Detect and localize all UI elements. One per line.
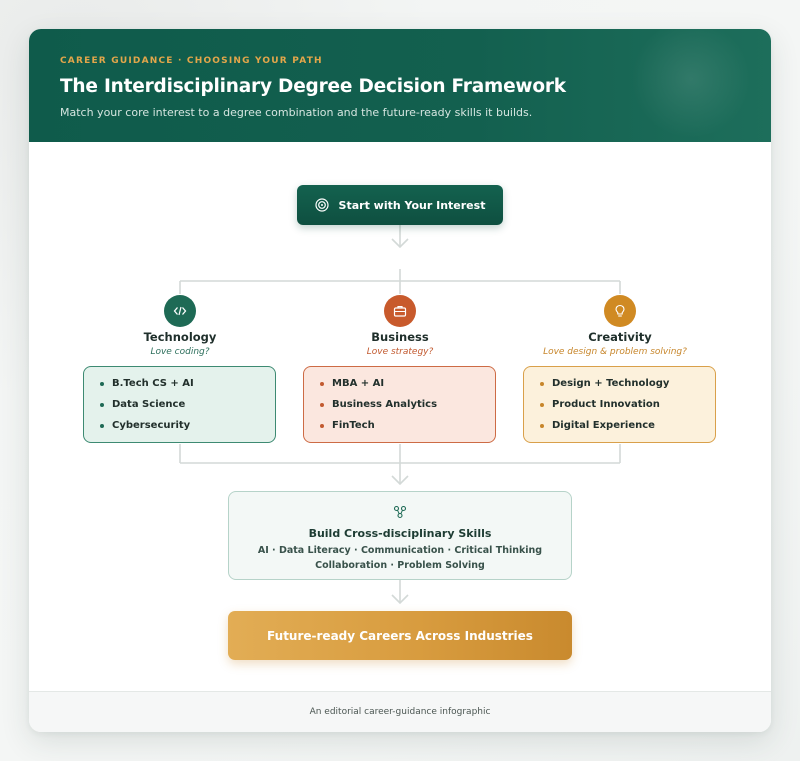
skills-node: Build Cross-disciplinary Skills AI · Dat… [228,491,572,580]
target-icon [314,198,329,212]
list-item: FinTech [318,419,495,440]
framework-card: CAREER GUIDANCE · CHOOSING YOUR PATH The… [29,29,771,732]
degree-box-technology: B.Tech CS + AI Data Science Cybersecurit… [83,366,276,443]
branch-title-business: Business [371,330,429,344]
branch-title-technology: Technology [143,330,217,344]
lightbulb-icon [604,295,636,327]
eyebrow-label: CAREER GUIDANCE · CHOOSING YOUR PATH [60,56,323,66]
list-item: Digital Experience [538,419,715,440]
list-item: Data Science [98,398,275,419]
briefcase-icon [384,295,416,327]
list-item: Design + Technology [538,377,715,398]
network-icon [393,504,407,519]
careers-label: Future-ready Careers Across Industries [267,628,533,643]
list-item: B.Tech CS + AI [98,377,275,398]
start-with-interest-node: Start with Your Interest [297,185,503,225]
branch-title-creativity: Creativity [588,330,652,344]
page-title: The Interdisciplinary Degree Decision Fr… [60,76,566,97]
degree-box-business: MBA + AI Business Analytics FinTech [303,366,496,443]
skills-title: Build Cross-disciplinary Skills [308,527,492,540]
list-item: Business Analytics [318,398,495,419]
footer-caption: An editorial career-guidance infographic [29,691,771,732]
degree-box-creativity: Design + Technology Product Innovation D… [523,366,716,443]
skills-line-1: AI · Data Literacy · Communication · Cri… [257,545,543,556]
skills-line-2: Collaboration · Problem Solving [315,560,485,571]
branch-question-creativity: Love design & problem solving? [543,347,687,357]
list-item: MBA + AI [318,377,495,398]
code-icon [164,295,196,327]
page-subtitle: Match your core interest to a degree com… [60,106,533,119]
header-banner: CAREER GUIDANCE · CHOOSING YOUR PATH The… [29,29,771,142]
branch-question-technology: Love coding? [150,347,210,357]
list-item: Product Innovation [538,398,715,419]
branch-question-business: Love strategy? [366,347,434,357]
list-item: Cybersecurity [98,419,275,440]
future-careers-node: Future-ready Careers Across Industries [228,611,572,660]
start-label: Start with Your Interest [338,198,486,212]
